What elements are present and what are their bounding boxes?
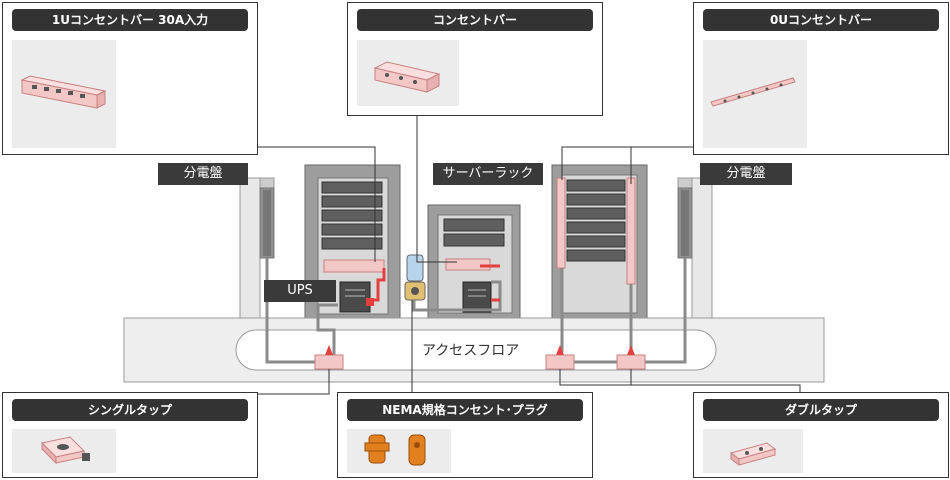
card-title: コンセントバー (357, 9, 593, 31)
card-title: 1Uコンセントバー 30A入力 (12, 9, 248, 31)
label-access-floor: アクセスフロア (422, 343, 520, 359)
nema-plug-icon (347, 429, 451, 473)
server-rack-right (551, 164, 648, 319)
label-server-rack: サーバーラック (433, 163, 543, 185)
card-title: シングルタップ (12, 399, 248, 421)
server-rack-left (304, 164, 401, 319)
distribution-panel-right (677, 177, 713, 319)
label-panel-left: 分電盤 (158, 163, 248, 185)
card-title: 0Uコンセントバー (703, 9, 939, 31)
card-double-tap: ダブルタップ (693, 392, 949, 478)
rack-pdu-1u-icon (323, 259, 385, 273)
ups-unit-icon (339, 281, 371, 313)
power-cables (265, 258, 687, 364)
outlet-bar-icon (357, 40, 459, 106)
leader-lines (258, 116, 801, 395)
rack-servers (321, 181, 383, 250)
vertical-pdu-icon (703, 40, 807, 148)
card-title: ダブルタップ (703, 399, 939, 421)
label-ups: UPS (264, 280, 336, 302)
card-outlet-bar: コンセントバー (347, 2, 603, 116)
card-0u-pdu: 0Uコンセントバー (693, 2, 949, 155)
rack-pdu-1u-icon (12, 40, 116, 148)
single-tap-scene-icon (314, 354, 344, 370)
label-panel-right: 分電盤 (700, 163, 792, 185)
card-single-tap: シングルタップ (2, 392, 258, 478)
card-1u-pdu: 1Uコンセントバー 30A入力 (2, 2, 258, 155)
card-nema: NEMA規格コンセント･プラグ (337, 392, 593, 478)
double-tap-scene-icon (545, 354, 575, 370)
vertical-pdu-icon (556, 177, 566, 269)
access-floor (123, 317, 825, 383)
double-tap-icon (703, 429, 803, 473)
card-title: NEMA規格コンセント･プラグ (347, 399, 583, 421)
single-tap-icon (12, 429, 116, 473)
distribution-panel-left (239, 177, 275, 319)
